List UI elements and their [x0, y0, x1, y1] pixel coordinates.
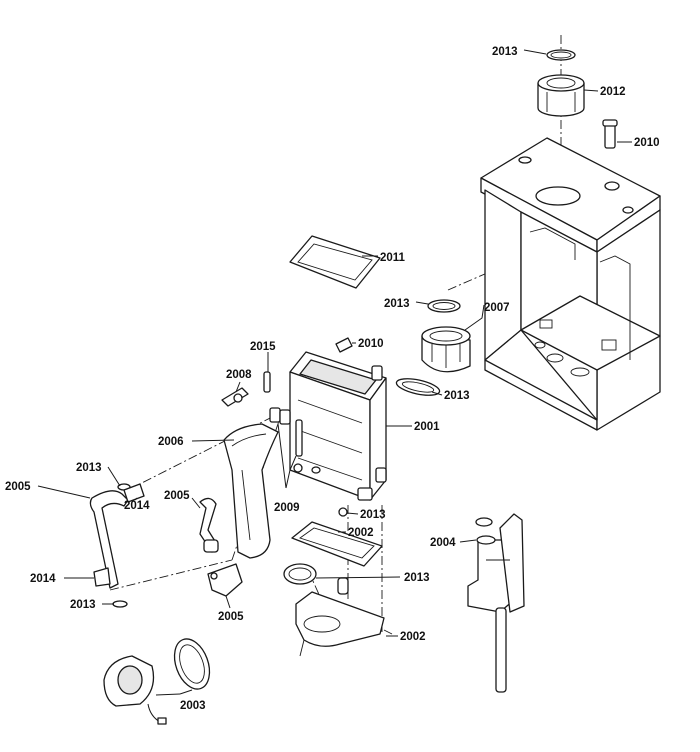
- label-2013-lower: 2013: [70, 599, 96, 611]
- gasket-2011: [289, 235, 381, 289]
- boiler-chassis-frame: [480, 137, 661, 431]
- flue-adaptor-2012: [537, 49, 585, 117]
- label-2008: 2008: [226, 369, 252, 381]
- heat-exchanger-2001: [289, 351, 387, 501]
- clip-2010: [335, 337, 353, 353]
- label-2004: 2004: [430, 537, 456, 549]
- duct-2006: [223, 423, 279, 559]
- label-2013-mid: 2013: [360, 509, 386, 521]
- label-2013-top: 2013: [492, 46, 518, 58]
- label-2013-gasket: 2013: [444, 390, 470, 402]
- sensors-2008-2009-2015: [221, 371, 348, 517]
- label-2005-mid: 2005: [164, 490, 190, 502]
- label-2005-bracket: 2005: [218, 611, 244, 623]
- clips-2014: [93, 483, 145, 587]
- label-2005-left: 2005: [5, 481, 31, 493]
- label-2002-sump: 2002: [400, 631, 426, 643]
- fan-motor-2003: [103, 638, 211, 725]
- label-2013-left: 2013: [76, 462, 102, 474]
- part-labels: 2013 2012 2010 2011 2013 2007 2010 2013 …: [5, 46, 660, 712]
- label-2010-top: 2010: [634, 137, 660, 149]
- label-2003: 2003: [180, 700, 206, 712]
- air-vent-2010-top: [602, 119, 618, 149]
- label-2009: 2009: [274, 502, 300, 514]
- label-2002-gasket: 2002: [348, 527, 374, 539]
- label-2014-lower: 2014: [30, 573, 56, 585]
- label-2013-sump: 2013: [404, 572, 430, 584]
- label-2006: 2006: [158, 436, 184, 448]
- hoses-2005: [89, 483, 219, 608]
- label-2010-clip: 2010: [358, 338, 384, 350]
- label-2001: 2001: [414, 421, 440, 433]
- pipe-assembly-2004: [467, 513, 525, 693]
- bracket-2005: [207, 563, 243, 597]
- label-2014-upper: 2014: [124, 500, 150, 512]
- label-2011: 2011: [380, 252, 406, 264]
- sump-2002: [283, 521, 393, 657]
- label-2012: 2012: [600, 86, 626, 98]
- fan-adaptor-2007: [395, 299, 471, 396]
- label-2007: 2007: [484, 302, 510, 314]
- leader-lines: [37, 49, 632, 696]
- label-2015: 2015: [250, 341, 276, 353]
- label-2013-fan: 2013: [384, 298, 410, 310]
